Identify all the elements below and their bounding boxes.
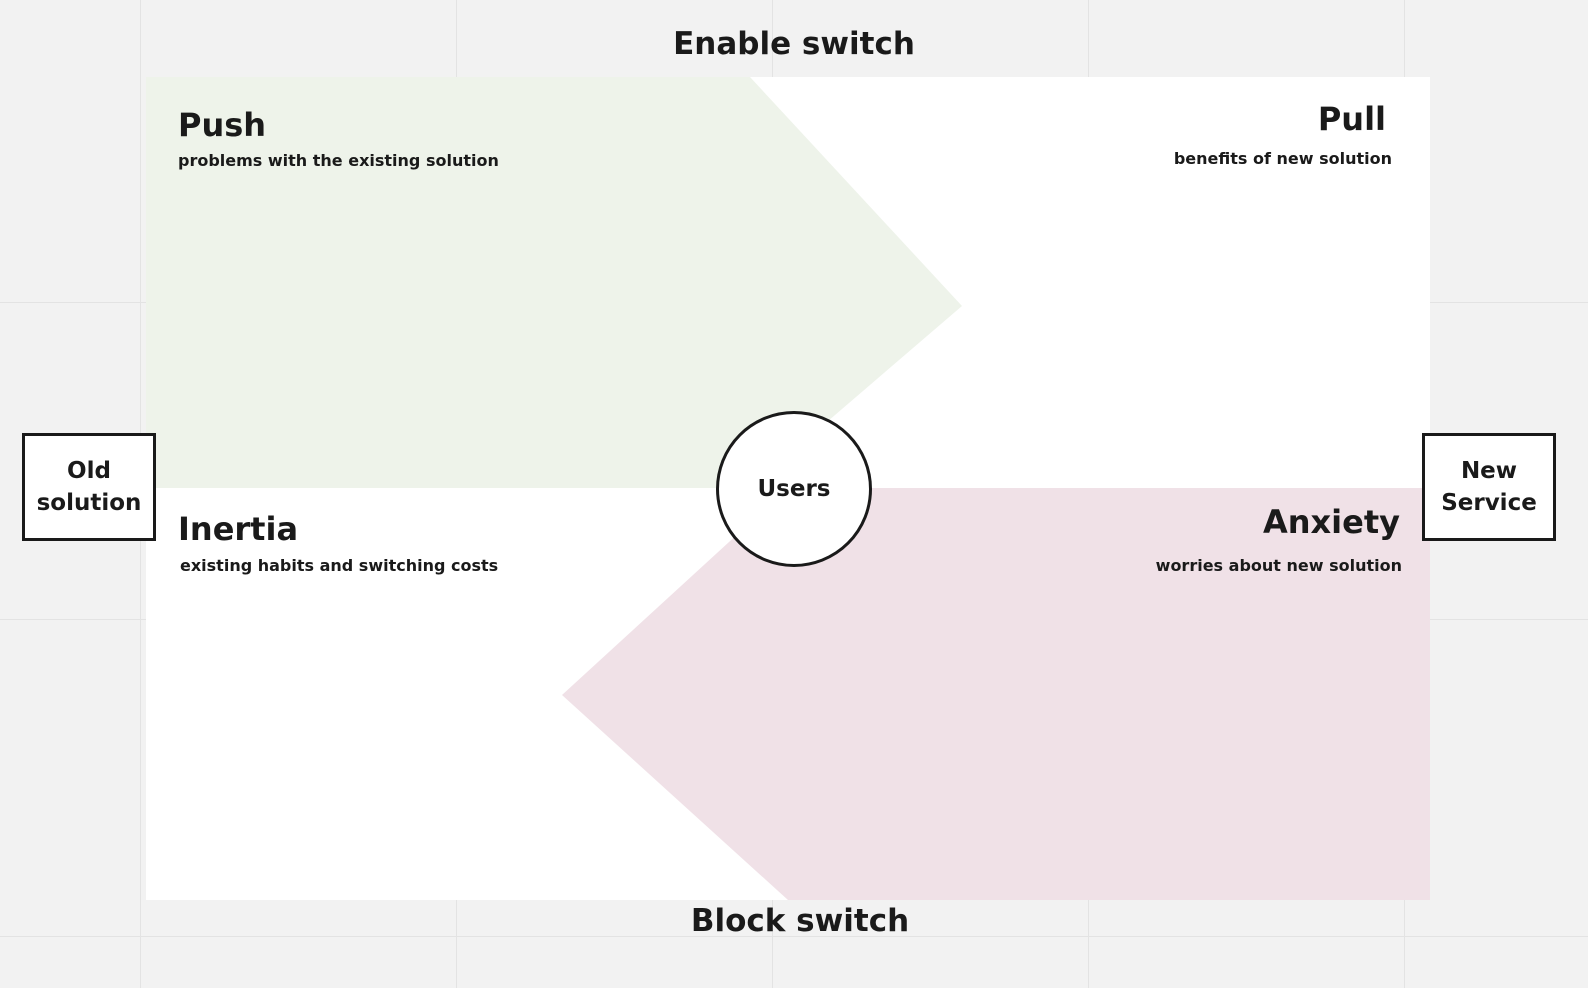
new-service-label: New Service [1441,458,1537,516]
old-solution-label: Old solution [36,458,142,516]
anxiety-arrow-shape [562,488,1430,900]
canvas-gridline [0,936,1588,937]
push-arrow-shape [146,77,962,488]
old-solution-box[interactable]: Old solution [22,433,156,541]
inertia-subtitle: existing habits and switching costs [180,556,499,575]
enable-switch-label: Enable switch [673,26,915,62]
push-subtitle: problems with the existing solution [178,151,499,170]
inertia-title: Inertia [178,510,299,548]
users-label: Users [757,476,831,502]
anxiety-title: Anxiety [1262,503,1400,541]
users-node[interactable]: Users [716,411,872,567]
new-service-box[interactable]: New Service [1422,433,1556,541]
pull-title: Pull [1317,100,1386,138]
anxiety-subtitle: worries about new solution [1155,556,1402,575]
pull-subtitle: benefits of new solution [1173,149,1392,168]
push-title: Push [178,106,267,144]
block-switch-label: Block switch [690,903,910,939]
